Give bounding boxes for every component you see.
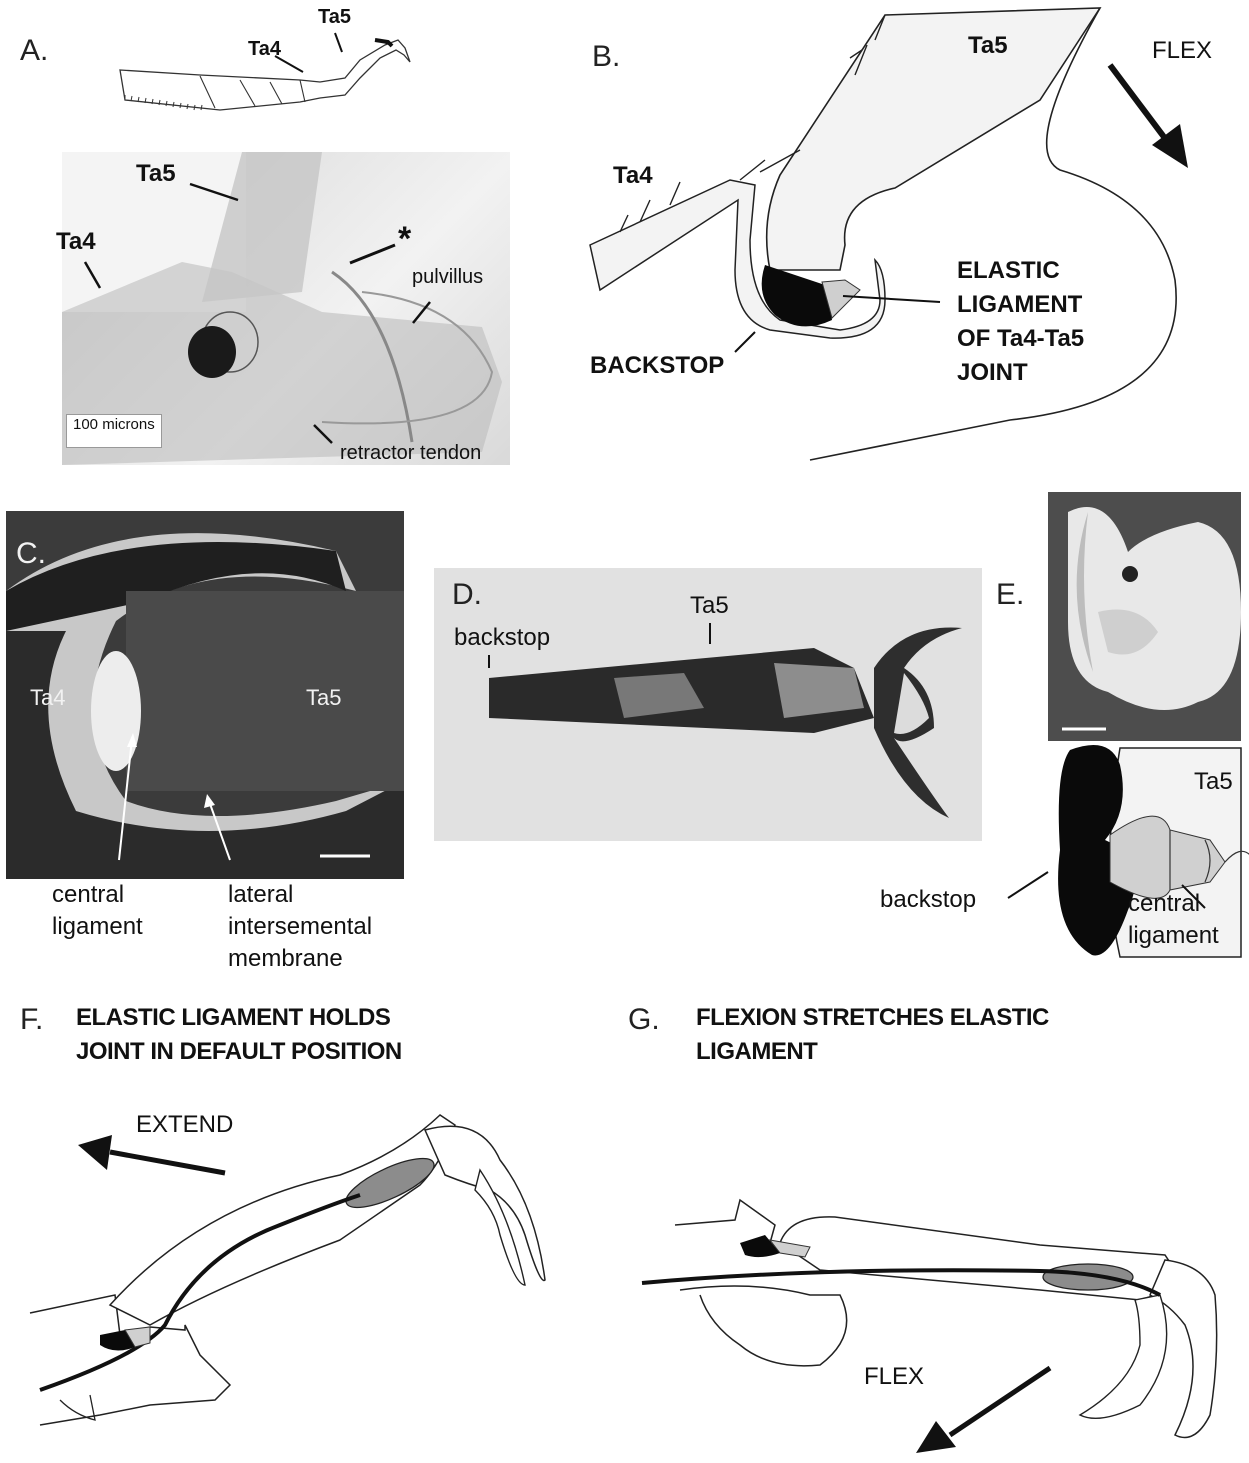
- b-ta5-label: Ta5: [968, 32, 1008, 60]
- scale-bar-label: 100 microns: [66, 414, 162, 448]
- panel-g-drawing: [620, 995, 1249, 1463]
- g-flex-label: FLEX: [864, 1363, 924, 1391]
- f-extend-label: EXTEND: [136, 1111, 233, 1139]
- panel-f-drawing: [0, 995, 600, 1463]
- panel-f: F. ELASTIC LIGAMENT HOLDS JOINT IN DEFAU…: [0, 995, 600, 1463]
- e-central-label-2: ligament: [1128, 922, 1219, 950]
- e-backstop-label: backstop: [880, 886, 976, 914]
- panel-c-letter: C.: [16, 537, 46, 571]
- panel-e: E. Ta5 backstop central ligament: [870, 490, 1249, 965]
- b-backstop-label: BACKSTOP: [590, 352, 724, 380]
- e-ta5-label: Ta5: [1194, 768, 1233, 796]
- panel-c-photo: [6, 511, 404, 879]
- pulvillus-label: pulvillus: [412, 266, 483, 289]
- panel-g: G. FLEXION STRETCHES ELASTIC LIGAMENT FL…: [620, 995, 1249, 1463]
- panel-c: C. Ta4 Ta5 central ligament lateral inte…: [0, 505, 420, 975]
- c-central-label-1: central: [52, 881, 124, 909]
- c-central-label-2: ligament: [52, 913, 143, 941]
- d-backstop-label: backstop: [454, 624, 550, 652]
- tendon-label: retractor tendon: [340, 442, 481, 465]
- b-ligament-label-1: ELASTIC: [957, 257, 1060, 285]
- b-ligament-label-4: JOINT: [957, 359, 1028, 387]
- asterisk-label: *: [398, 220, 411, 259]
- c-ta4-label: Ta4: [30, 685, 65, 711]
- photo-ta4-label: Ta4: [56, 228, 96, 256]
- c-lateral-label-3: membrane: [228, 945, 343, 973]
- b-ligament-label-3: OF Ta4-Ta5: [957, 325, 1084, 353]
- c-lateral-label-2: intersemental: [228, 913, 372, 941]
- b-ligament-label-2: LIGAMENT: [957, 291, 1082, 319]
- c-lateral-label-1: lateral: [228, 881, 293, 909]
- b-flex-label: FLEX: [1152, 37, 1212, 65]
- photo-ta5-label: Ta5: [136, 160, 176, 188]
- c-ta5-label: Ta5: [306, 685, 341, 711]
- panel-d-letter: D.: [452, 578, 482, 612]
- panel-b: B. Ta5 Ta4 FLEX ELASTIC LIGAMENT OF Ta4-…: [540, 0, 1249, 470]
- d-ta5-label: Ta5: [690, 592, 729, 620]
- panel-a: A. Ta4 Ta5 Ta5 Ta4 * pulvillus 100 micro…: [0, 0, 530, 470]
- panel-b-drawing: [540, 0, 1249, 470]
- e-central-label-1: central: [1128, 890, 1200, 918]
- b-ta4-label: Ta4: [613, 162, 653, 190]
